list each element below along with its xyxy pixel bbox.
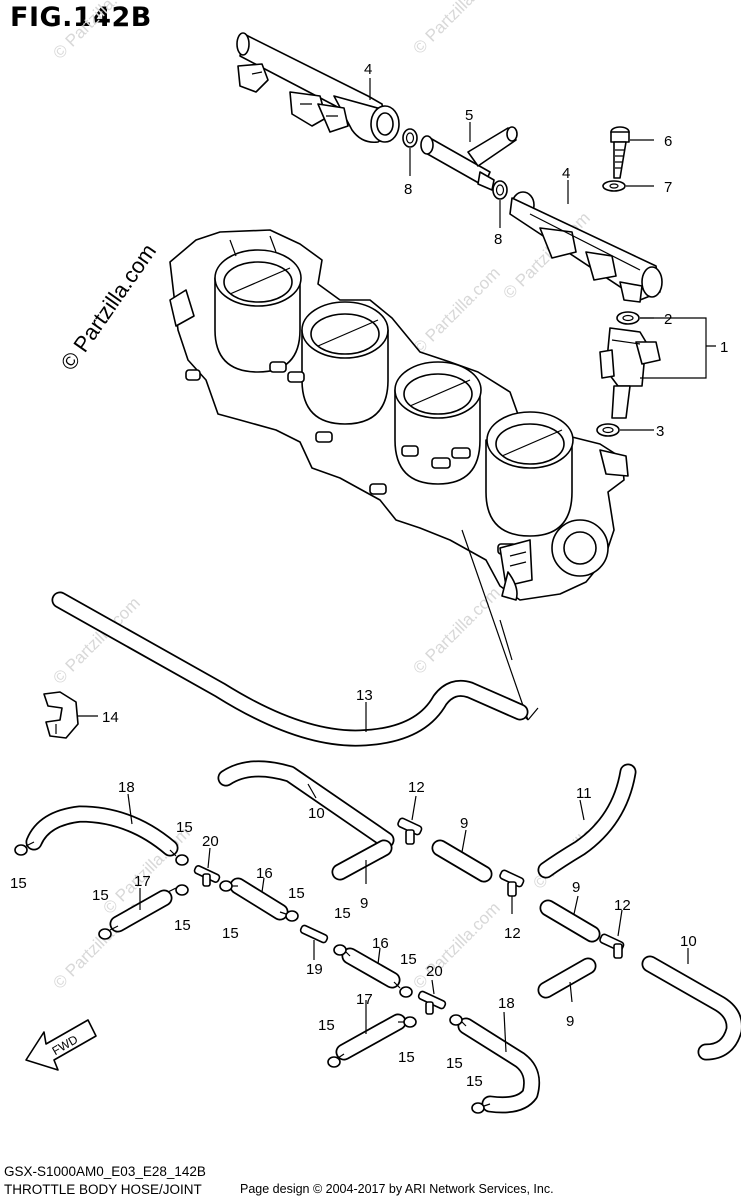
washer-7 (602, 180, 626, 192)
callout-9-d: 9 (566, 1013, 574, 1030)
watermark-text: © Partzilla.com (409, 0, 503, 58)
injector-1 (599, 327, 661, 419)
callout-5: 5 (465, 107, 473, 124)
straight-hoses (109, 839, 601, 1061)
leader-lines (78, 78, 689, 1053)
hose-11 (537, 763, 637, 879)
callout-14: 14 (102, 709, 119, 726)
watermark-text: © Partzilla.com (409, 583, 503, 677)
callout-4-lower: 4 (562, 165, 570, 182)
callout-15-k: 15 (446, 1055, 463, 1072)
callout-15-c: 15 (288, 885, 305, 902)
o-ring-2 (616, 311, 640, 325)
callout-20-left: 20 (202, 833, 219, 850)
callout-15-d: 15 (92, 887, 109, 904)
detail-leader-b (499, 619, 513, 661)
o-ring-8a (402, 128, 418, 148)
callout-15-j: 15 (398, 1049, 415, 1066)
callout-15-a: 15 (176, 819, 193, 836)
callout-20-mid: 20 (426, 963, 443, 980)
callout-18-lower: 18 (498, 995, 515, 1012)
bolt-6 (610, 126, 630, 179)
callout-15-l: 15 (466, 1073, 483, 1090)
clips-15 (14, 841, 491, 1114)
clamp-14 (43, 691, 79, 739)
figure-title: FIG.142B (10, 2, 152, 33)
callout-1: 1 (720, 339, 728, 356)
watermark-text: © Partzilla.com (409, 263, 503, 357)
watermark-main: © Partzilla.com (56, 239, 162, 375)
hose-10-upper (217, 760, 395, 849)
hose-18-lower (457, 1017, 541, 1114)
callout-17-left: 17 (134, 873, 151, 890)
section-name: THROTTLE BODY HOSE/JOINT (4, 1182, 202, 1197)
callout-3: 3 (656, 423, 664, 440)
fuel-delivery-pipe-lower (509, 191, 663, 303)
callout-18-left: 18 (118, 779, 135, 796)
callout-9-c: 9 (360, 895, 368, 912)
joints-19-20 (193, 865, 447, 1015)
callout-8-upper: 8 (404, 181, 412, 198)
hose-10-lower (641, 955, 741, 1061)
callout-11: 11 (576, 785, 592, 802)
callout-15-f: 15 (174, 917, 191, 934)
detail-leader (461, 529, 529, 721)
callout-7: 7 (664, 179, 672, 196)
callout-12-right: 12 (614, 897, 631, 914)
callout-12-mid: 12 (504, 925, 521, 942)
watermark-text: © Partzilla.com (409, 898, 503, 992)
group-bracket-1 (640, 317, 716, 379)
callout-8-lower: 8 (494, 231, 502, 248)
callout-12-upper: 12 (408, 779, 425, 796)
callout-16-left: 16 (256, 865, 273, 882)
callout-13: 13 (356, 687, 373, 704)
callout-10-upper: 10 (308, 805, 325, 822)
callout-9-a: 9 (460, 815, 468, 832)
callout-19: 19 (306, 961, 323, 978)
callout-15-i: 15 (318, 1017, 335, 1034)
model-code: GSX-S1000AM0_E03_E28_142B (4, 1164, 206, 1179)
callout-labels: 4 5 6 8 4 7 8 2 1 3 13 14 18 12 11 10 15… (10, 61, 728, 1090)
callout-10-right: 10 (680, 933, 697, 950)
hose-18-left (25, 805, 179, 857)
callout-17-mid: 17 (356, 991, 373, 1008)
throttle-body-assembly (169, 229, 629, 601)
copyright-notice: Page design © 2004-2017 by ARI Network S… (240, 1182, 554, 1196)
callout-4-upper: 4 (364, 61, 372, 78)
callout-9-b: 9 (572, 879, 580, 896)
callout-15-g: 15 (222, 925, 239, 942)
callout-16-mid: 16 (372, 935, 389, 952)
callout-15-b: 15 (10, 875, 27, 892)
callout-2: 2 (664, 311, 672, 328)
callout-6: 6 (664, 133, 672, 150)
o-ring-8b (492, 180, 508, 200)
joints-12 (397, 817, 625, 959)
fwd-direction-badge: FWD (25, 1019, 97, 1071)
hose-13 (51, 591, 529, 747)
joint-pipe-5 (420, 126, 518, 191)
fuel-delivery-pipe-upper (236, 32, 400, 144)
callout-15-h: 15 (400, 951, 417, 968)
o-ring-3 (596, 423, 620, 437)
callout-15-e: 15 (334, 905, 351, 922)
watermark-text: © Partzilla.com (49, 0, 143, 63)
